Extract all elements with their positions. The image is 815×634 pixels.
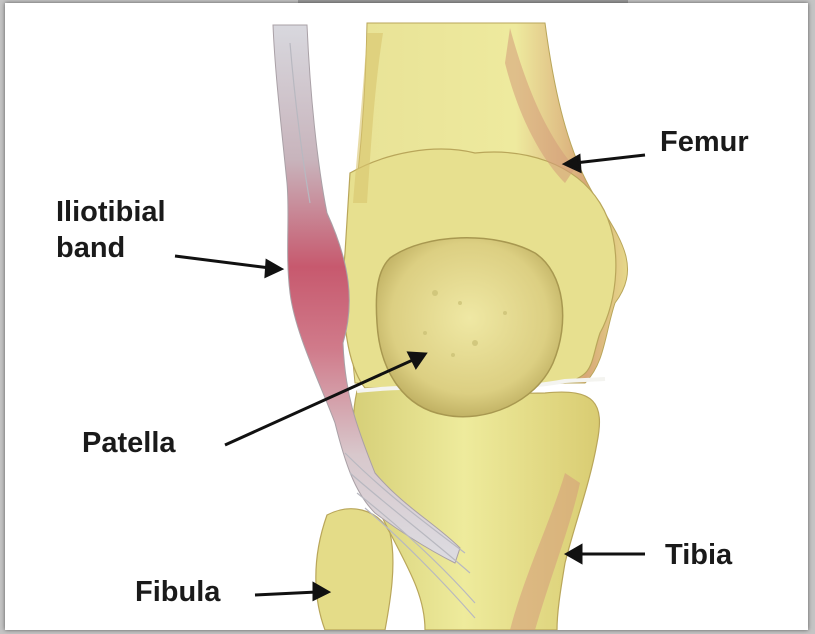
label-iliotibial-line1: Iliotibial	[56, 196, 166, 229]
arrow-fibula	[255, 592, 317, 595]
label-iliotibial-line2: band	[56, 232, 125, 265]
label-fibula: Fibula	[135, 576, 220, 609]
label-patella: Patella	[82, 427, 176, 460]
knee-illustration	[5, 3, 808, 630]
arrow-femur	[575, 155, 645, 163]
diagram-panel: Femur Iliotibial band Patella Tibia Fibu…	[5, 3, 808, 630]
arrow-iliotibial	[175, 256, 270, 268]
label-femur: Femur	[660, 126, 749, 159]
patella-bone	[376, 238, 562, 417]
label-tibia: Tibia	[665, 539, 732, 572]
fibula-bone	[316, 509, 393, 630]
